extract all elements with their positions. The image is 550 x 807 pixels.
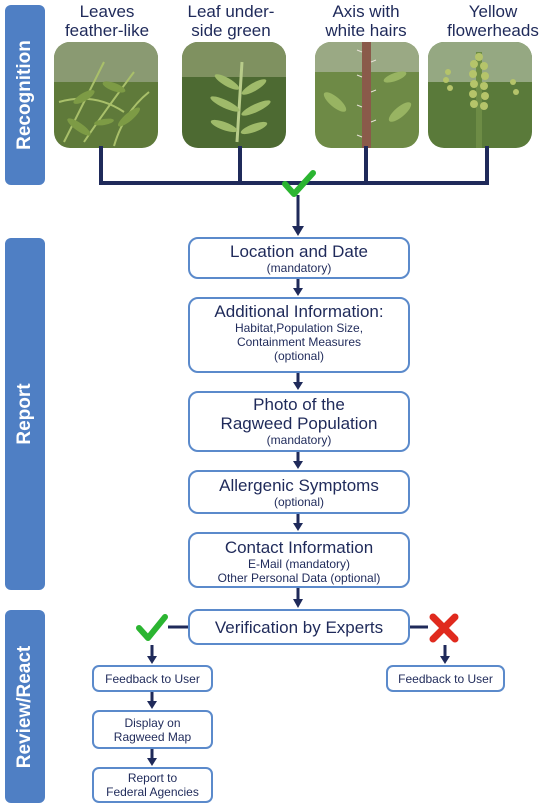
check-icon	[136, 614, 168, 641]
photo-flowerheads	[428, 42, 532, 148]
feedback-to-user-rejected: Feedback to User	[386, 665, 505, 692]
step-verification: Verification by Experts	[188, 609, 410, 645]
step-detail: Habitat,Population Size,	[234, 321, 364, 335]
check-icon	[282, 170, 316, 197]
step-detail: E-Mail (mandatory)	[247, 557, 351, 571]
section-review: Review/React	[5, 610, 45, 803]
photo-axis	[315, 42, 419, 148]
step-additional-info: Additional Information: Habitat,Populati…	[188, 297, 410, 373]
step-title: Additional Information:	[214, 302, 384, 321]
step-note: (mandatory)	[266, 261, 332, 275]
step-title: Contact Information	[224, 538, 374, 557]
step-title: Ragweed Population	[220, 414, 378, 433]
display-on-ragweed-map: Display on Ragweed Map	[92, 710, 213, 749]
step-detail: Other Personal Data (optional)	[217, 571, 381, 585]
report-to-federal-agencies: Report to Federal Agencies	[92, 767, 213, 803]
step-contact-info: Contact Information E-Mail (mandatory) O…	[188, 532, 410, 588]
step-title: Location and Date	[230, 242, 368, 261]
step-photo: Photo of the Ragweed Population (mandato…	[188, 391, 410, 452]
section-recognition: Recognition	[5, 5, 45, 185]
section-report: Report	[5, 238, 45, 590]
close-icon	[429, 613, 459, 643]
feature-label-underside: Leaf under- side green	[187, 2, 275, 40]
step-note: (optional)	[273, 495, 325, 509]
photo-leaf-underside	[182, 42, 286, 148]
step-detail: Containment Measures	[236, 335, 362, 349]
feature-label-flowerheads: Yellow flowerheads	[447, 2, 539, 40]
feedback-to-user-approved: Feedback to User	[92, 665, 213, 692]
step-note: (optional)	[273, 349, 325, 363]
step-title: Photo of the	[253, 395, 345, 414]
step-title: Allergenic Symptoms	[219, 476, 379, 495]
step-title: Verification by Experts	[214, 618, 384, 637]
feature-label-axis: Axis with white hairs	[325, 2, 407, 40]
feature-label-leaves: Leaves feather-like	[64, 2, 150, 40]
step-allergenic-symptoms: Allergenic Symptoms (optional)	[188, 470, 410, 514]
step-note: (mandatory)	[266, 433, 332, 447]
step-location-date: Location and Date (mandatory)	[188, 237, 410, 279]
photo-leaves	[54, 42, 158, 148]
